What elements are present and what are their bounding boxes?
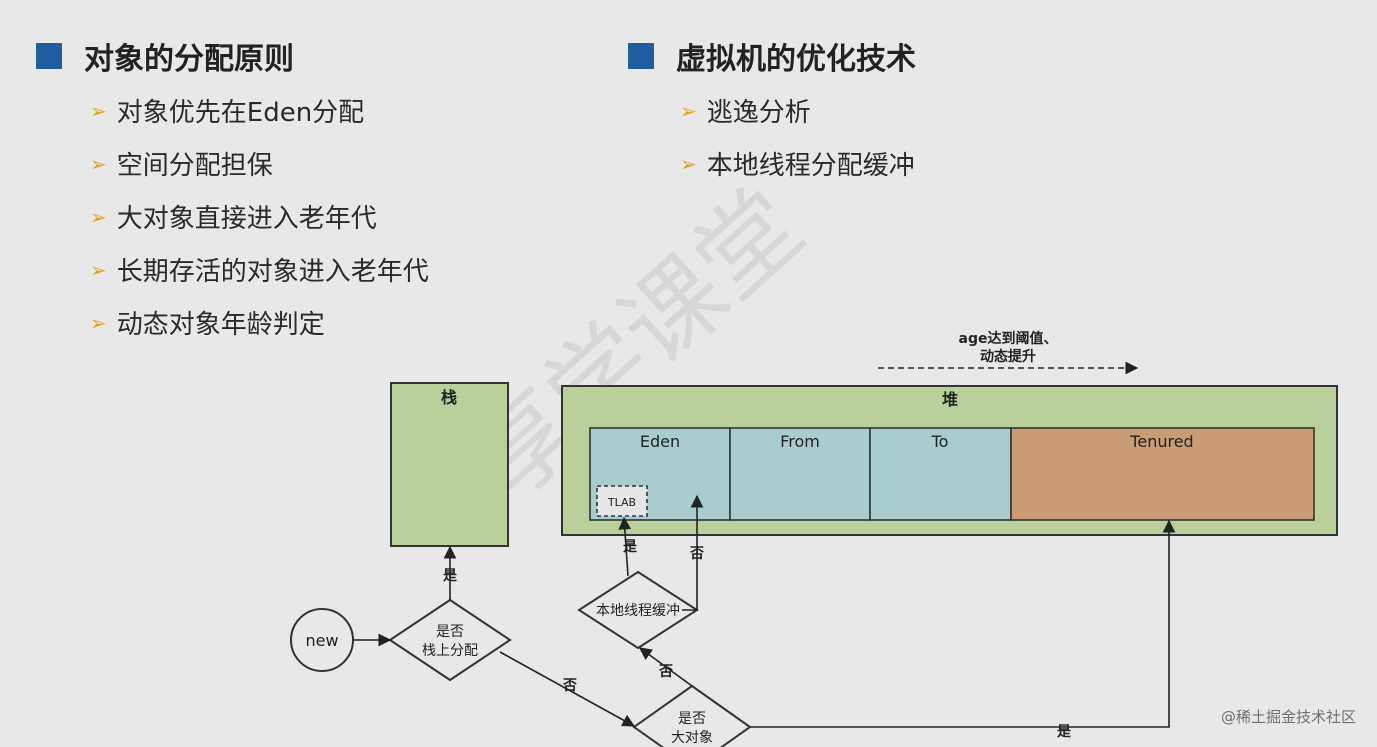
yes-label-big: 是 — [1057, 724, 1072, 740]
stack-decision-line1: 是否 — [436, 624, 464, 640]
arrow-bullet-icon: ➢ — [90, 151, 107, 176]
big-decision-line1: 是否 — [678, 711, 706, 727]
yes-label-tlab: 是 — [623, 539, 638, 555]
from-label: From — [780, 432, 820, 451]
list-item: ➢ 对象优先在Eden分配 — [90, 92, 364, 129]
list-item-text: 空间分配担保 — [116, 151, 273, 181]
arrow-bullet-icon: ➢ — [680, 98, 697, 123]
yes-label-stack: 是 — [443, 568, 458, 584]
arrow-bullet-icon: ➢ — [90, 257, 107, 282]
tenured-label: Tenured — [1129, 432, 1193, 451]
list-item-text: 本地线程分配缓冲 — [706, 151, 915, 181]
arrow-bullet-icon: ➢ — [90, 310, 107, 335]
list-item: ➢ 逃逸分析 — [680, 92, 811, 129]
footer-credit: @稀土掘金技术社区 — [1221, 708, 1356, 726]
promotion-note-line1: age达到阈值、 — [959, 330, 1058, 347]
big-object-decision — [632, 684, 752, 747]
list-item: ➢ 大对象直接进入老年代 — [90, 198, 377, 235]
blue-square-icon — [36, 43, 62, 69]
big-decision-line2: 大对象 — [671, 730, 713, 746]
arrow-bullet-icon: ➢ — [90, 98, 107, 123]
from-region — [729, 427, 871, 521]
tenured-region — [1010, 427, 1315, 521]
tlab-decision — [577, 570, 699, 650]
list-item-text: 对象优先在Eden分配 — [116, 98, 365, 128]
section-title-right: 虚拟机的优化技术 — [628, 34, 916, 78]
arrow-bullet-icon: ➢ — [680, 151, 697, 176]
no-label-stack: 否 — [562, 678, 577, 694]
list-item: ➢ 本地线程分配缓冲 — [680, 145, 915, 182]
new-node-label: new — [305, 631, 338, 650]
list-item: ➢ 空间分配担保 — [90, 145, 273, 182]
blue-square-icon — [628, 43, 654, 69]
list-item-text: 长期存活的对象进入老年代 — [116, 257, 429, 287]
arrow-bullet-icon: ➢ — [90, 204, 107, 229]
edge-no-to-big-decision — [499, 651, 636, 727]
list-item-text: 逃逸分析 — [706, 98, 811, 128]
edge-yes-to-tlab — [618, 516, 632, 577]
no-label-big: 否 — [658, 664, 673, 680]
edge-yes-to-tenured — [750, 519, 1176, 728]
stack-label: 栈 — [441, 388, 457, 407]
heap-label: 堆 — [942, 390, 958, 409]
promotion-note-line2: 动态提升 — [980, 348, 1036, 365]
edge-no-to-tlab-decision — [638, 647, 693, 687]
stack-allocation-decision — [388, 598, 512, 682]
no-label-tlab: 否 — [689, 546, 704, 562]
stack-box — [390, 382, 509, 547]
tlab-decision-label: 本地线程缓冲 — [596, 603, 680, 619]
tlab-label: TLAB — [607, 496, 636, 509]
list-item-text: 大对象直接进入老年代 — [116, 204, 377, 234]
list-item: ➢ 长期存活的对象进入老年代 — [90, 251, 429, 288]
list-item-text: 动态对象年龄判定 — [116, 310, 325, 340]
section-title-text: 对象的分配原则 — [84, 42, 294, 77]
section-title-text: 虚拟机的优化技术 — [676, 42, 916, 77]
to-label: To — [931, 432, 949, 451]
list-item: ➢ 动态对象年龄判定 — [90, 304, 325, 341]
stack-decision-line2: 栈上分配 — [422, 643, 478, 659]
eden-label: Eden — [640, 432, 680, 451]
tlab-box — [596, 485, 648, 517]
section-title-left: 对象的分配原则 — [36, 34, 294, 78]
edge-no-to-eden — [682, 494, 704, 611]
